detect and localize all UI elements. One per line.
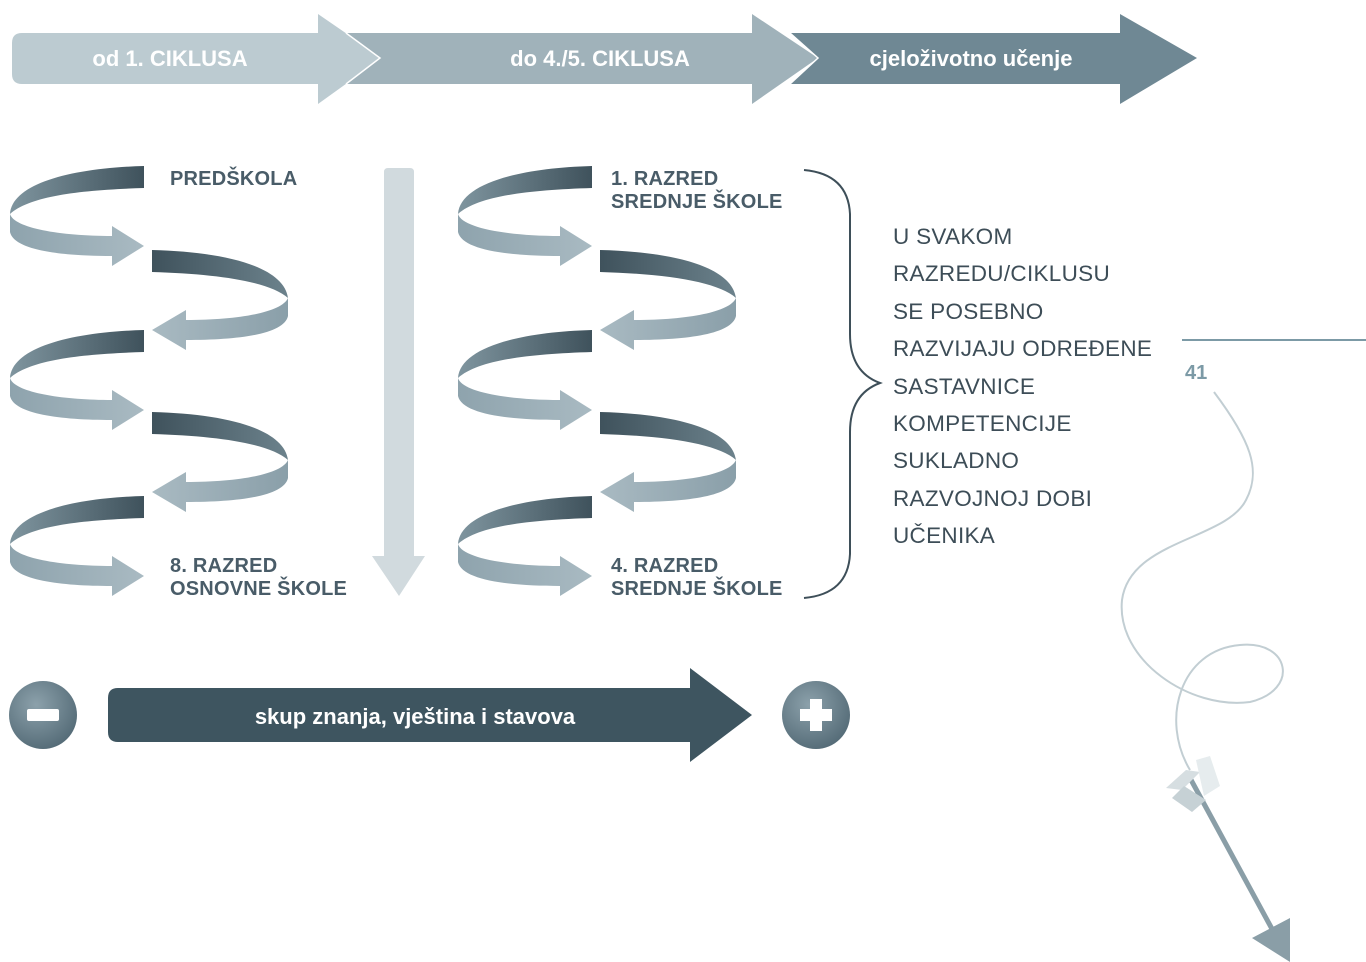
note-line: SASTAVNICE [893,373,1036,399]
spiral-band-front [600,460,736,512]
primary-end-label: 8. RAZRED OSNOVNE ŠKOLE [170,555,347,601]
secondary-end-label: 4. RAZRED SREDNJE ŠKOLE [611,555,783,601]
decorative-thread [1120,391,1284,771]
spiral-band-front [152,298,288,350]
page-number: 41 [1185,362,1208,384]
arrow-icon [1166,756,1290,962]
secondary-start-label-line1: 1. RAZRED [611,168,719,190]
spiral-band-back [458,496,592,544]
note-line: UČENIKA [893,523,996,549]
curly-brace [803,169,883,599]
primary-end-label-line2: OSNOVNE ŠKOLE [170,578,348,600]
note-line: RAZREDU/CIKLUSU [893,261,1111,287]
spiral-band-front [10,544,144,596]
note-line: RAZVOJNOJ DOBI [893,485,1093,511]
banner-stage-1-label: od 1. CIKLUSA [92,46,248,71]
spiral-band-back [10,166,144,214]
knowledge-bar [108,668,752,762]
spiral-band-back [600,412,736,460]
minus-icon [27,709,59,721]
spiral-band-front [10,378,144,430]
banner-stage-3 [789,14,1197,104]
spiral-band-back [152,412,288,460]
banner-stage-1 [12,14,382,104]
spiral-band-front [458,378,592,430]
secondary-end-label-line1: 4. RAZRED [611,555,719,577]
secondary-start-label-line2: SREDNJE ŠKOLE [611,191,783,213]
primary-end-label-line1: 8. RAZRED [170,555,278,577]
plus-circle [782,681,850,749]
banner-stage-2-label: do 4./5. CIKLUSA [510,46,690,71]
note-line: U SVAKOM [893,224,1013,249]
secondary-end-label-line2: SREDNJE ŠKOLE [611,578,783,600]
note-line: KOMPETENCIJE [893,411,1072,437]
knowledge-bar-label: skup znanja, vještina i stavova [254,704,576,729]
plus-icon [800,699,832,731]
secondary-start-label: 1. RAZRED SREDNJE ŠKOLE [611,168,783,214]
spiral-band-back [10,496,144,544]
note-line: RAZVIJAJU ODREĐENE [893,336,1153,362]
spiral-band-back [152,250,288,298]
spiral-band-front [458,544,592,596]
spiral-band-front [600,298,736,350]
spiral-band-front [458,214,592,266]
note-line: SUKLADNO [893,448,1020,474]
spiral-band-back [458,330,592,378]
spiral-band-front [10,214,144,266]
preschool-label: PREDŠKOLA [170,168,298,190]
spiral-band-back [458,166,592,214]
down-arrow [372,168,425,596]
spiral-right [458,166,736,596]
banner-stage-3-label: cjeloživotno učenje [869,46,1073,71]
spiral-band-back [600,250,736,298]
spiral-band-front [152,460,288,512]
banner-stage-2 [345,14,818,104]
spiral-band-back [10,330,144,378]
minus-circle [9,681,77,749]
note-line: SE POSEBNO [893,298,1044,324]
competence-note: U SVAKOM RAZREDU/CIKLUSU SE POSEBNO RAZV… [893,218,1152,555]
spiral-left [10,166,288,596]
